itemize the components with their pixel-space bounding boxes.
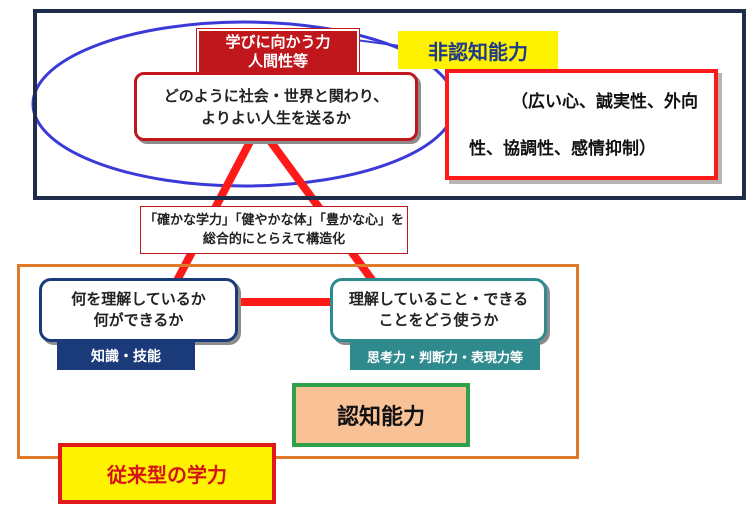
life-engagement-line1: どのように社会・世界と関わり、 (163, 86, 389, 105)
learning-motivation-line2: 人間性等 (247, 51, 308, 70)
knowledge-line2: 何ができるか (93, 311, 184, 329)
learning-motivation-tag: 学びに向かう力 人間性等 (197, 29, 359, 74)
knowledge-line1: 何を理解しているか (71, 290, 206, 308)
non-cognitive-frame (33, 9, 746, 200)
cognitive-label: 認知能力 (292, 383, 470, 447)
life-engagement-box: どのように社会・世界と関わり、 よりよい人生を送るか (134, 72, 418, 141)
knowledge-skills-tag: 知識・技能 (57, 342, 195, 370)
non-cognitive-detail-line2: 性、協調性、感情抑制） (469, 139, 656, 159)
cognitive-frame (17, 264, 579, 459)
structure-caption: 「確かな学力」「健やかな体」「豊かな心」を 総合的にとらえて構造化 (140, 206, 408, 254)
traditional-academic-label: 従来型の学力 (58, 443, 276, 504)
learning-motivation-line1: 学びに向かう力 (225, 32, 331, 51)
structure-caption-line2: 総合的にとらえて構造化 (202, 232, 346, 247)
structure-caption-line1: 「確かな学力」「健やかな体」「豊かな心」を (143, 213, 404, 228)
application-line1: 理解していること・できる (348, 290, 529, 308)
non-cognitive-detail-box: （広い心、誠実性、外向 性、協調性、感情抑制） (445, 69, 718, 180)
life-engagement-line2: よりよい人生を送るか (201, 108, 351, 127)
knowledge-box: 何を理解しているか 何ができるか (39, 278, 238, 342)
non-cognitive-detail-line1: （広い心、誠実性、外向 (511, 92, 698, 112)
callout-pointer (355, 39, 401, 47)
application-line2: ことをどう使うか (378, 311, 499, 329)
thinking-skills-tag: 思考力・判断力・表現力等 (350, 342, 540, 370)
non-cognitive-label: 非認知能力 (398, 31, 558, 69)
application-box: 理解していること・できる ことをどう使うか (330, 278, 547, 342)
